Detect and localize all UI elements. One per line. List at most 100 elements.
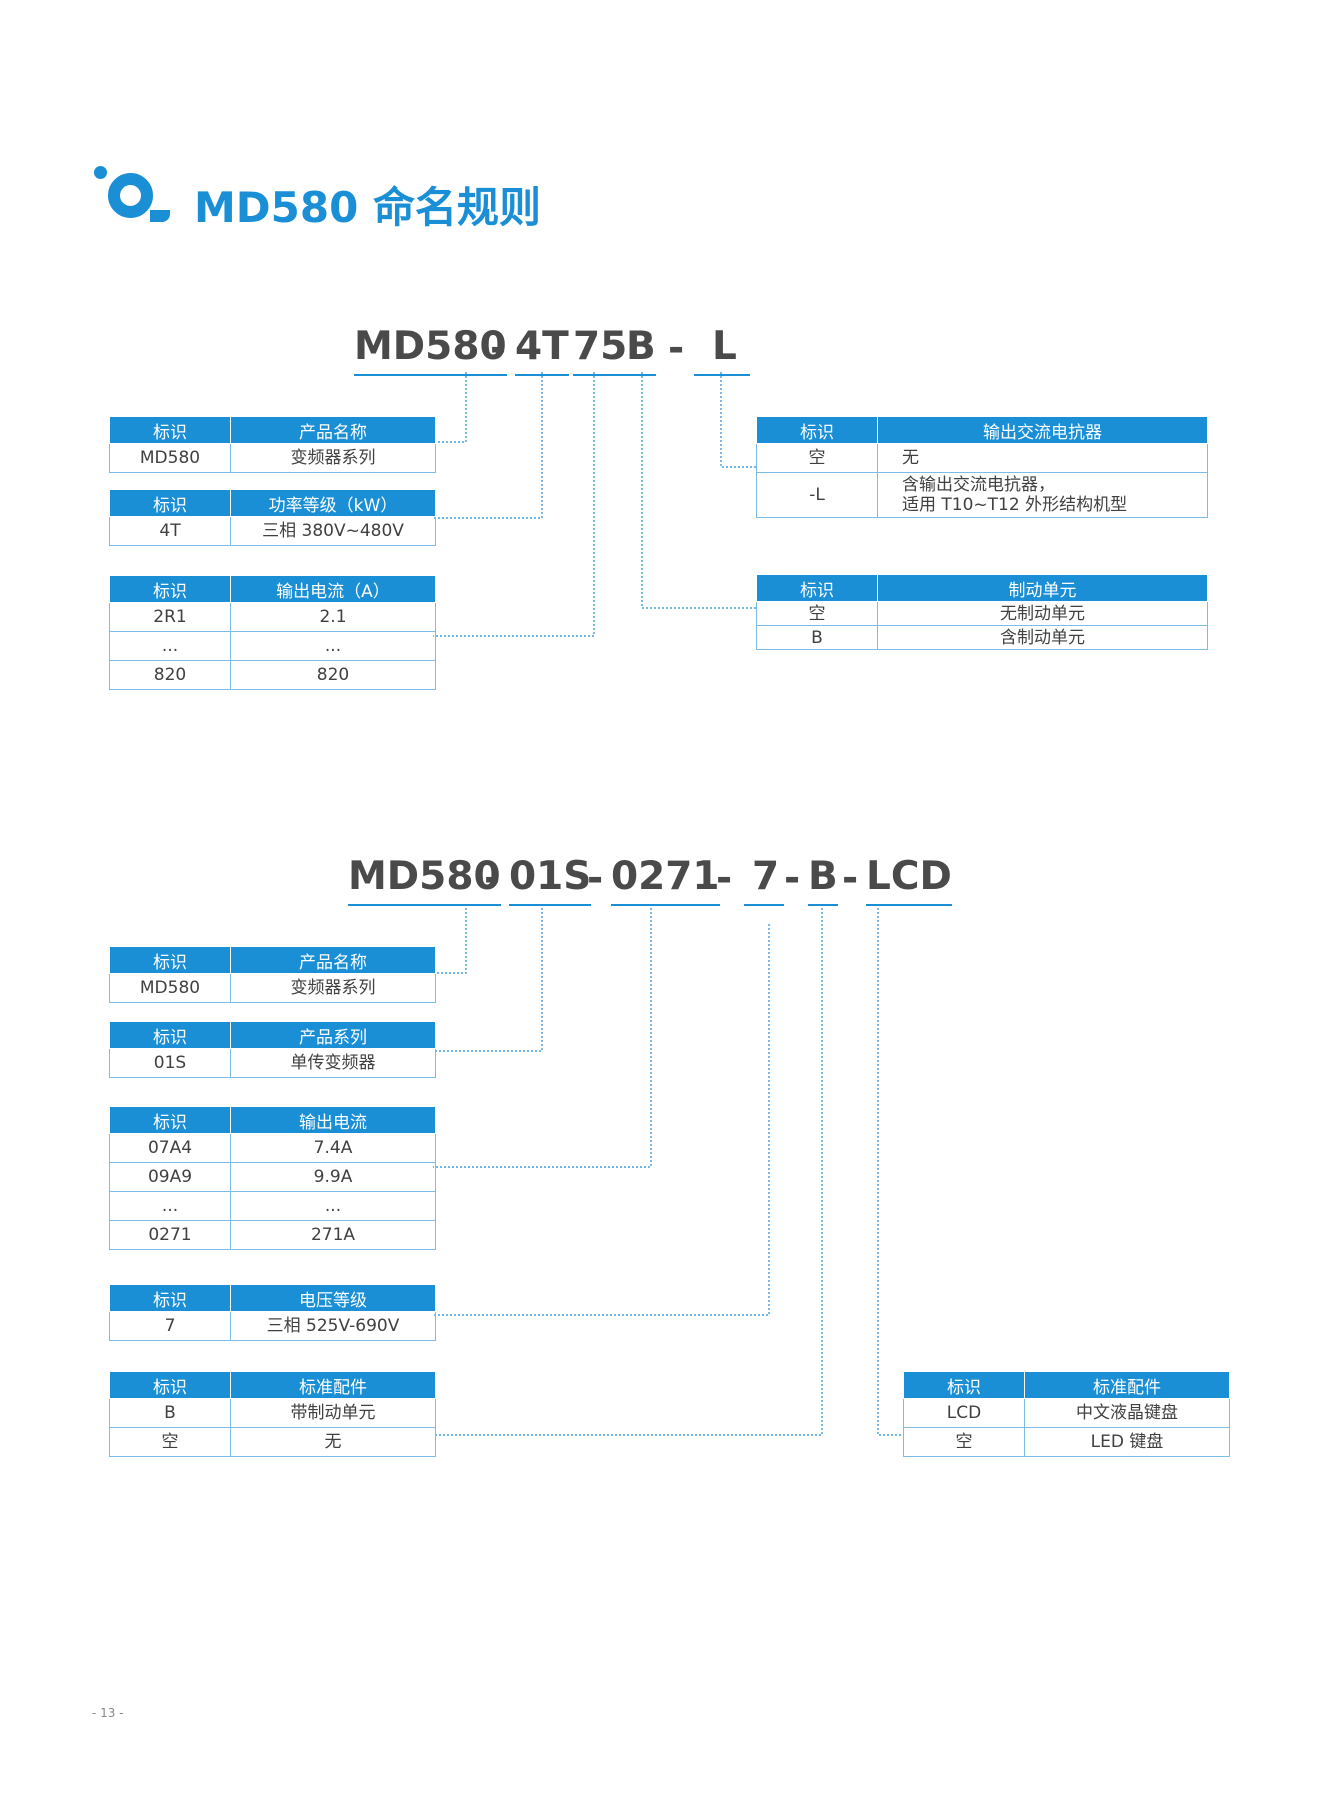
code2-current: 0271: [611, 850, 720, 906]
table-header: 标识: [109, 1021, 231, 1049]
table-row: 空 无制动单元: [756, 601, 1208, 626]
table-header: 标识: [903, 1371, 1025, 1399]
table-row: 空 无: [756, 443, 1208, 473]
table2-current: 标识 输出电流 07A4 7.4A 09A9 9.9A ... ... 0271…: [109, 1106, 436, 1250]
table-cell: 9.9A: [230, 1162, 436, 1192]
table-row: LCD 中文液晶键盘: [903, 1398, 1230, 1428]
table-cell: 空: [756, 443, 878, 473]
table2-voltage: 标识 电压等级 7 三相 525V-690V: [109, 1284, 436, 1341]
code2-dash: -: [842, 856, 859, 901]
table-header-row: 标识 制动单元: [756, 574, 1208, 602]
connector-line-series-2: [433, 904, 543, 1052]
connector-line-product-2: [433, 904, 467, 974]
model-code-2: MD580 - 01S - 0271 - 7 - B - LCD: [0, 850, 1323, 908]
connector-line-brake-1: [641, 372, 756, 609]
table-header: 标识: [109, 575, 231, 603]
table-cell: 820: [109, 660, 231, 690]
table-header-row: 标识 产品名称: [109, 946, 436, 974]
table-row: B 含制动单元: [756, 625, 1208, 650]
table-cell: 7: [109, 1311, 231, 1341]
table-cell: 变频器系列: [230, 973, 436, 1003]
table-cell: 01S: [109, 1048, 231, 1078]
table-cell: 07A4: [109, 1133, 231, 1163]
code1-dash: -: [490, 326, 507, 371]
logo-dot-icon: [94, 166, 107, 179]
connector-line-voltage-2: [433, 924, 770, 1316]
table-row: MD580 变频器系列: [109, 973, 436, 1003]
table2-accessory: 标识 标准配件 B 带制动单元 空 无: [109, 1371, 436, 1457]
table-cell: MD580: [109, 443, 231, 473]
table1-brake: 标识 制动单元 空 无制动单元 B 含制动单元: [756, 574, 1208, 650]
table-cell: LED 键盘: [1024, 1427, 1230, 1457]
table-row: B 带制动单元: [109, 1398, 436, 1428]
table1-current: 标识 输出电流（A） 2R1 2.1 ... ... 820 820: [109, 575, 436, 690]
table-header: 标识: [109, 489, 231, 517]
table-row: ... ...: [109, 1191, 436, 1221]
connector-line-keypad-2: [877, 904, 903, 1436]
table-cell: 空: [109, 1427, 231, 1457]
code1-power: 75: [573, 320, 628, 376]
table-cell: 271A: [230, 1220, 436, 1250]
table-row: 07A4 7.4A: [109, 1133, 436, 1163]
code2-keypad: LCD: [866, 850, 952, 906]
table-cell: 0271: [109, 1220, 231, 1250]
table-header: 产品系列: [230, 1021, 436, 1049]
table-cell: 带制动单元: [230, 1398, 436, 1428]
table-cell: 2.1: [230, 602, 436, 632]
code1-voltage: 4T: [515, 320, 569, 376]
table-row: 09A9 9.9A: [109, 1162, 436, 1192]
table-row: 7 三相 525V-690V: [109, 1311, 436, 1341]
code1-brake: B: [626, 320, 656, 376]
table-header: 标识: [756, 416, 878, 444]
table-cell-line: 适用 T10~T12 外形结构机型: [902, 495, 1128, 515]
table-cell: 820: [230, 660, 436, 690]
table-header: 标识: [109, 416, 231, 444]
table-header: 输出电流（A）: [230, 575, 436, 603]
table1-power: 标识 功率等级（kW） 4T 三相 380V~480V: [109, 489, 436, 546]
table1-product: 标识 产品名称 MD580 变频器系列: [109, 416, 436, 473]
table-header: 产品名称: [230, 946, 436, 974]
page-title: MD580 命名规则: [194, 183, 541, 232]
table-cell: ...: [230, 1191, 436, 1221]
table-header-row: 标识 产品名称: [109, 416, 436, 444]
table-cell: 空: [903, 1427, 1025, 1457]
table-header: 功率等级（kW）: [230, 489, 436, 517]
table-header: 标识: [109, 1106, 231, 1134]
table1-reactor: 标识 输出交流电抗器 空 无 -L 含输出交流电抗器， 适用 T10~T12 外…: [756, 416, 1208, 518]
table-header: 标识: [109, 1284, 231, 1312]
table-row: ... ...: [109, 631, 436, 661]
table2-series: 标识 产品系列 01S 单传变频器: [109, 1021, 436, 1078]
table-cell: ...: [109, 631, 231, 661]
table-header: 标识: [109, 1371, 231, 1399]
table-cell: 含制动单元: [877, 625, 1208, 650]
table-cell: 7.4A: [230, 1133, 436, 1163]
table-header: 输出交流电抗器: [877, 416, 1208, 444]
table-cell: MD580: [109, 973, 231, 1003]
code2-voltage: 7: [744, 850, 784, 906]
code2-dash: -: [716, 856, 733, 901]
table-cell-multiline: 含输出交流电抗器， 适用 T10~T12 外形结构机型: [877, 472, 1208, 518]
table-cell: 4T: [109, 516, 231, 546]
table-header-row: 标识 输出交流电抗器: [756, 416, 1208, 444]
table-header: 标识: [756, 574, 878, 602]
table-cell: 三相 380V~480V: [230, 516, 436, 546]
table-row: 01S 单传变频器: [109, 1048, 436, 1078]
table-header: 标准配件: [230, 1371, 436, 1399]
table-cell: 09A9: [109, 1162, 231, 1192]
table-cell: 无: [877, 443, 1208, 473]
table-header-row: 标识 标准配件: [903, 1371, 1230, 1399]
table-cell-line: 含输出交流电抗器，: [902, 475, 1055, 495]
table2-product: 标识 产品名称 MD580 变频器系列: [109, 946, 436, 1003]
table-cell: 空: [756, 601, 878, 626]
code2-series: MD580: [348, 850, 501, 906]
table-header: 电压等级: [230, 1284, 436, 1312]
connector-line-power-1: [433, 372, 543, 519]
table-header: 输出电流: [230, 1106, 436, 1134]
table-header-row: 标识 输出电流: [109, 1106, 436, 1134]
table-cell: ...: [109, 1191, 231, 1221]
table-header: 制动单元: [877, 574, 1208, 602]
table-row: 空 无: [109, 1427, 436, 1457]
table-row: 4T 三相 380V~480V: [109, 516, 436, 546]
table-header: 标准配件: [1024, 1371, 1230, 1399]
